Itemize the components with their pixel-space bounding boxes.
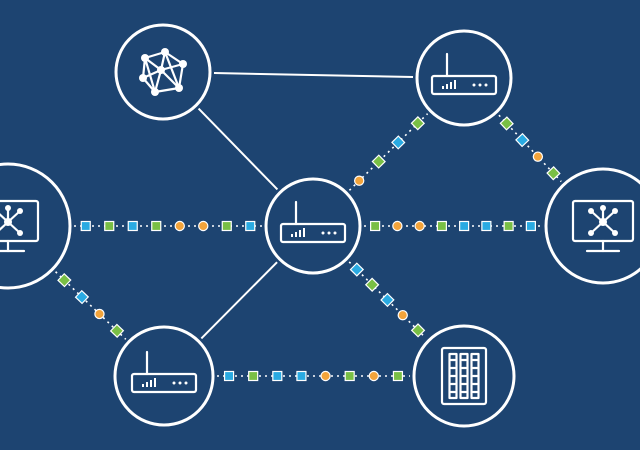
data-packet-blue	[296, 370, 307, 382]
data-packet-green	[499, 116, 514, 131]
data-packet-orange	[320, 370, 331, 382]
data-packet-green	[248, 370, 259, 382]
data-packet-orange	[353, 175, 365, 186]
data-packet-green	[392, 370, 404, 382]
data-packet-orange	[414, 220, 425, 232]
packets-layer	[57, 116, 561, 382]
data-packet-blue	[272, 370, 283, 382]
node-server	[412, 324, 516, 428]
data-packet-blue	[245, 220, 256, 232]
data-packet-blue	[74, 289, 90, 305]
data-packet-green	[151, 220, 162, 232]
router-icon	[279, 200, 347, 244]
data-packet-blue	[525, 220, 536, 232]
node-circle	[0, 162, 72, 290]
data-packet-green	[410, 323, 426, 338]
node-circle	[544, 167, 640, 285]
data-packet-blue	[481, 220, 492, 232]
nodes-layer	[0, 23, 640, 428]
data-packet-orange	[532, 151, 544, 162]
data-packet-orange	[397, 309, 408, 321]
link-mesh-router_top	[213, 72, 414, 78]
node-router-top	[415, 29, 513, 127]
data-packet-green	[57, 272, 72, 288]
link-router_center-router_bottom	[200, 261, 278, 340]
node-circle	[113, 325, 215, 427]
data-packet-blue	[80, 220, 91, 232]
monitor-network-icon	[0, 199, 40, 253]
data-packet-green	[370, 220, 381, 232]
data-packet-green	[109, 323, 125, 339]
data-packet-blue	[349, 262, 365, 277]
node-monitor-left	[0, 162, 72, 290]
monitor-network-icon	[571, 199, 635, 253]
data-packet-orange	[94, 308, 105, 320]
data-packet-green	[410, 116, 426, 131]
data-packet-orange	[392, 220, 403, 232]
data-packet-green	[546, 166, 561, 181]
link-monitor_left-router_bottom	[55, 271, 127, 340]
data-packet-orange	[368, 370, 380, 382]
server-rack-icon	[440, 346, 488, 406]
data-packet-blue	[515, 132, 530, 148]
data-packet-green	[364, 277, 380, 292]
data-packet-blue	[380, 292, 395, 308]
data-packet-orange	[174, 220, 185, 232]
data-packet-green	[344, 370, 355, 382]
data-packet-green	[436, 220, 447, 232]
node-router-center	[264, 177, 362, 275]
data-packet-blue	[127, 220, 138, 232]
data-packet-blue	[391, 135, 406, 150]
data-packet-orange	[198, 220, 209, 232]
node-router-bottom	[113, 325, 215, 427]
node-monitor-right	[544, 167, 640, 285]
node-circle	[415, 29, 513, 127]
node-circle	[264, 177, 362, 275]
data-packet-green	[221, 220, 232, 232]
router-icon	[130, 350, 198, 394]
mesh-network-icon	[139, 48, 187, 96]
data-packet-green	[104, 220, 115, 232]
router-icon	[430, 52, 498, 96]
data-packet-blue	[459, 220, 470, 232]
node-mesh	[114, 23, 212, 121]
data-packet-green	[503, 220, 514, 232]
data-packet-green	[371, 154, 386, 169]
link-mesh-router_center	[197, 107, 279, 191]
data-packet-blue	[223, 370, 235, 382]
